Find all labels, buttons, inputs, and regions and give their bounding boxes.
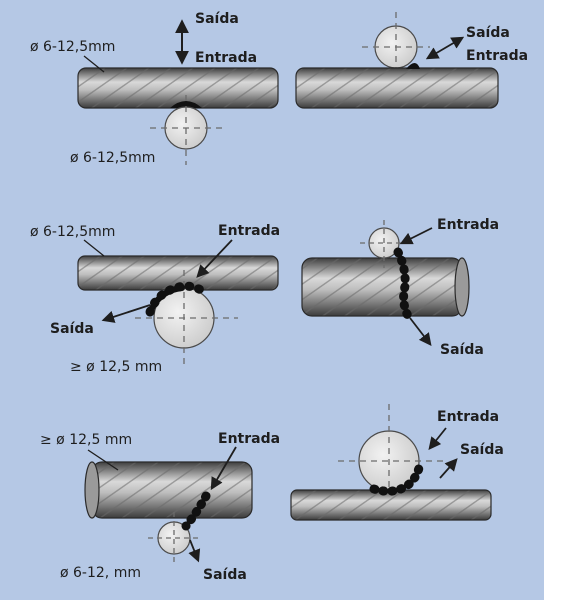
cross-bar: [150, 95, 222, 165]
rebar-rod: [290, 489, 492, 521]
bar-diameter-label: ø 6-12, mm: [60, 565, 141, 581]
cross-bar: [135, 270, 238, 368]
exit-label: Saída: [466, 25, 510, 41]
exit-label: Saída: [50, 321, 94, 337]
rebar-rod: [84, 461, 253, 519]
panel-5: ≥ ø 12,5 mm Entrada ø 6-12, mm Saída: [40, 431, 280, 583]
direction-arrow: [425, 36, 465, 60]
leader-line: [83, 239, 105, 257]
panel-1: ø 6-12,5mm ø 6-12,5mm Saída Entrada: [30, 11, 279, 166]
entry-arrow: [196, 239, 233, 278]
entry-label: Entrada: [466, 48, 528, 64]
entry-label: Entrada: [437, 409, 499, 425]
bar-diameter-label: ≥ ø 12,5 mm: [70, 359, 162, 375]
entry-arrow: [210, 446, 237, 491]
panel-3: ø 6-12,5mm Entrada Saída ≥ ø 12,5 mm: [30, 223, 280, 375]
exit-arrow: [409, 317, 432, 346]
rebar-rod: [77, 255, 279, 291]
weld-seam: [181, 491, 211, 531]
entry-arrow: [399, 227, 433, 245]
exit-label: Saída: [460, 442, 504, 458]
entry-label: Entrada: [437, 217, 499, 233]
entry-label: Entrada: [195, 50, 257, 66]
cross-bar: [362, 12, 430, 82]
rod-diameter-label: ø 6-12,5mm: [30, 39, 115, 55]
weld-seam: [406, 63, 420, 69]
rebar-rod: [301, 257, 470, 317]
exit-label: Saída: [203, 567, 247, 583]
panel-6: Entrada Saída: [290, 404, 504, 521]
leader-line: [83, 55, 105, 73]
entry-arrow: [428, 427, 447, 450]
exit-label: Saída: [440, 342, 484, 358]
panel-2: Saída Entrada: [295, 12, 528, 109]
rebar-rod: [295, 67, 499, 109]
entry-label: Entrada: [218, 431, 280, 447]
panel-4: Entrada Saída: [301, 217, 499, 358]
entry-label: Entrada: [218, 223, 280, 239]
bar-diameter-label: ø 6-12,5mm: [70, 150, 155, 166]
cross-bar: [148, 512, 200, 566]
rod-diameter-label: ø 6-12,5mm: [30, 224, 115, 240]
weld-seam: [170, 101, 202, 108]
weld-seam: [393, 247, 415, 325]
rebar-rod: [77, 67, 279, 109]
exit-arrow: [101, 304, 151, 323]
leader-line: [87, 449, 119, 471]
exit-arrow: [439, 458, 458, 479]
exit-arrow: [188, 539, 201, 563]
rod-diameter-label: ≥ ø 12,5 mm: [40, 432, 132, 448]
weld-seam: [369, 458, 425, 496]
exit-label: Saída: [195, 11, 239, 27]
